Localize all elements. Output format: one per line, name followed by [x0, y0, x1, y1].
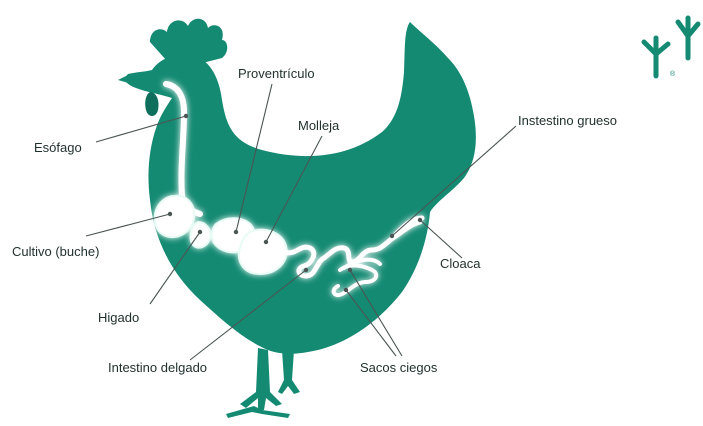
- label-molleja: Molleja: [298, 118, 340, 133]
- leader-dot-esofago: [184, 114, 188, 118]
- chicken-beak: [118, 74, 132, 84]
- registered-mark: ®: [670, 70, 676, 78]
- leader-dot-molleja: [264, 240, 268, 244]
- chicken-leg-left: [240, 348, 282, 410]
- label-cultivo: Cultivo (buche): [12, 244, 99, 259]
- leader-dot-intestino-grueso: [390, 234, 394, 238]
- leader-cloaca: [420, 220, 462, 258]
- label-sacos-ciegos: Sacos ciegos: [360, 360, 438, 375]
- footprint-left: [644, 38, 668, 76]
- label-intestino-grueso: Instestino grueso: [518, 113, 617, 128]
- leader-dot-intestino-delgado: [304, 268, 308, 272]
- label-proventriculo: Proventrículo: [238, 66, 315, 81]
- footprint-right: [678, 18, 698, 58]
- label-esofago: Esófago: [34, 140, 82, 155]
- leader-dot-cultivo: [168, 212, 172, 216]
- liver-organ: [191, 222, 211, 248]
- chicken-wattle: [145, 92, 158, 116]
- leader-dot-sacos-ciegos-1: [348, 268, 352, 272]
- label-intestino-delgado: Intestino delgado: [108, 360, 207, 375]
- leader-dot-proventriculo: [234, 230, 238, 234]
- leader-dot-cloaca: [418, 218, 422, 222]
- gizzard-organ: [239, 230, 287, 274]
- leader-dot-higado: [198, 230, 202, 234]
- label-higado: Higado: [98, 310, 139, 325]
- chicken-leg-right: [278, 350, 300, 394]
- leader-dot-sacos-ciegos-2: [344, 288, 348, 292]
- bird-footprints-logo-icon: ®: [644, 18, 698, 78]
- label-cloaca: Cloaca: [440, 256, 481, 271]
